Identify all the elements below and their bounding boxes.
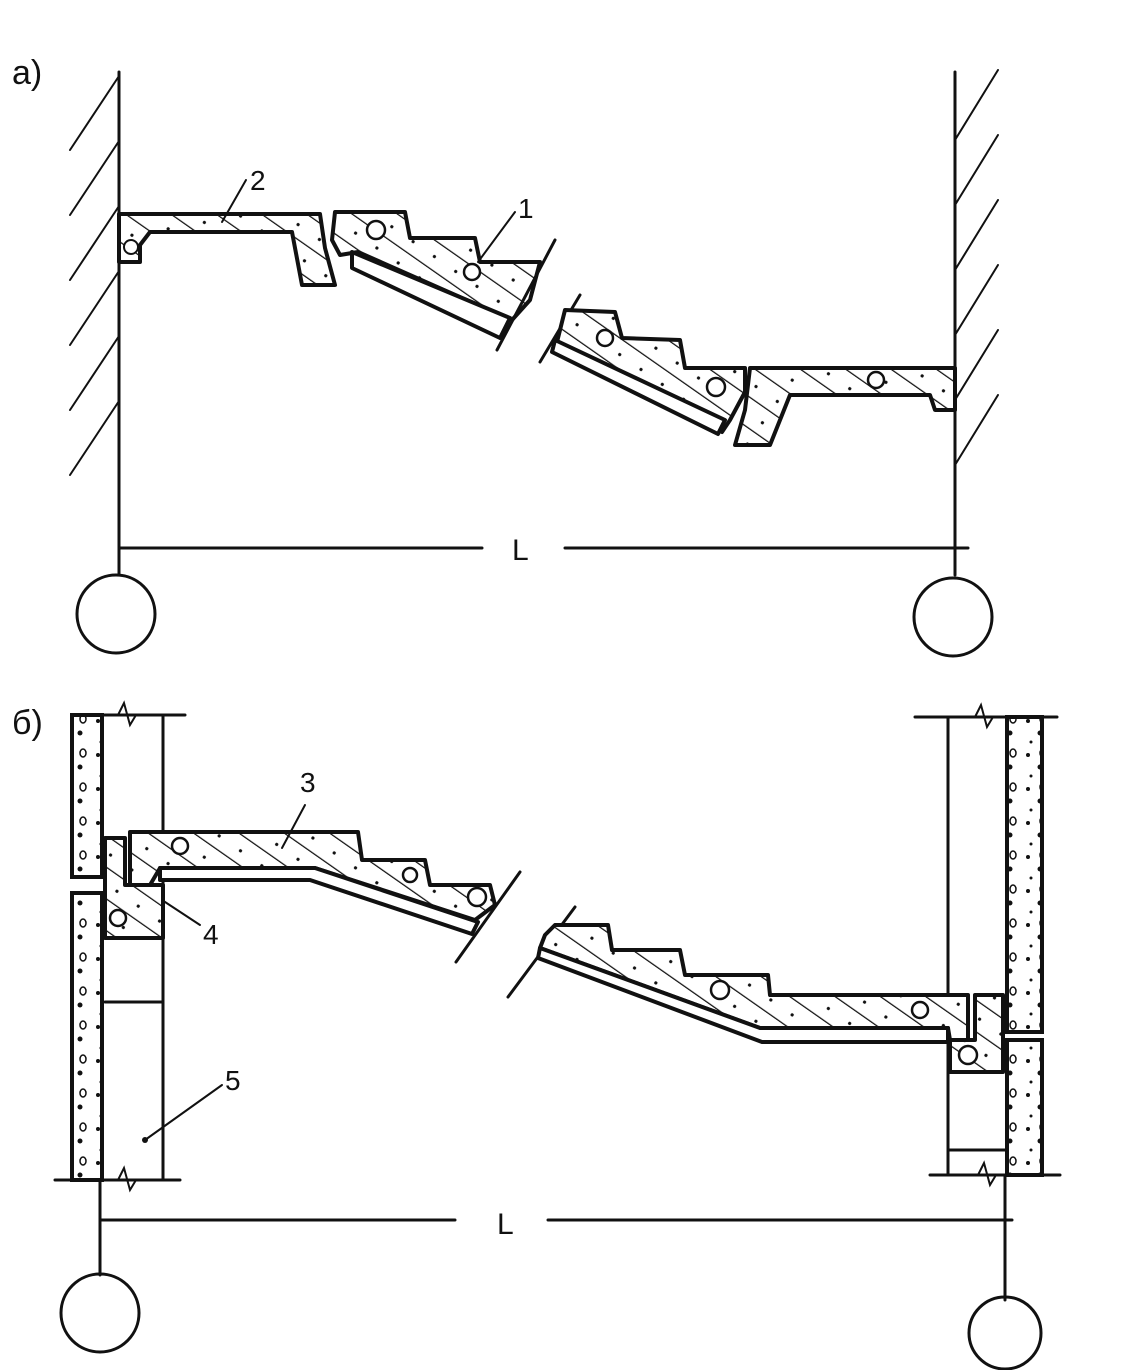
callout-3: 3 — [300, 767, 316, 798]
axis-bubble-right-a — [912, 576, 994, 658]
panel-b: б) — [12, 700, 1062, 1370]
callout-leader-4 — [161, 899, 201, 926]
callout-leader-5 — [144, 1084, 223, 1141]
dimension-line-b: L — [98, 1208, 1014, 1241]
dimension-label-a: L — [512, 534, 529, 567]
callout-1: 1 — [518, 193, 534, 224]
left-wall-a — [69, 70, 121, 577]
callout-leader-2 — [221, 179, 247, 223]
stair-flight-lower-a — [553, 308, 747, 434]
right-wall-b — [913, 702, 1062, 1302]
panel-b-label: б) — [12, 704, 43, 742]
left-wall-b — [53, 700, 187, 1277]
landing-slab-upper-a — [117, 212, 337, 287]
callout-leader-1 — [477, 211, 516, 263]
stair-soffit-upper-b — [158, 866, 480, 936]
dimension-line-a: L — [117, 534, 970, 567]
panel-a: а) — [12, 54, 999, 658]
stair-soffit-upper-a — [350, 250, 512, 340]
landing-slab-lower-a — [733, 366, 957, 447]
right-wall-a — [953, 69, 999, 577]
stair-soffit-lower-a — [550, 338, 727, 436]
callout-leader-3 — [281, 804, 306, 849]
panel-a-label: а) — [12, 54, 42, 92]
callout-5: 5 — [225, 1065, 241, 1096]
axis-bubble-left-b — [59, 1272, 141, 1354]
callout-4: 4 — [203, 919, 219, 950]
axis-bubble-right-b — [967, 1295, 1043, 1370]
axis-bubble-left-a — [75, 573, 157, 655]
callout-2: 2 — [250, 165, 266, 196]
dimension-label-b: L — [497, 1208, 514, 1241]
